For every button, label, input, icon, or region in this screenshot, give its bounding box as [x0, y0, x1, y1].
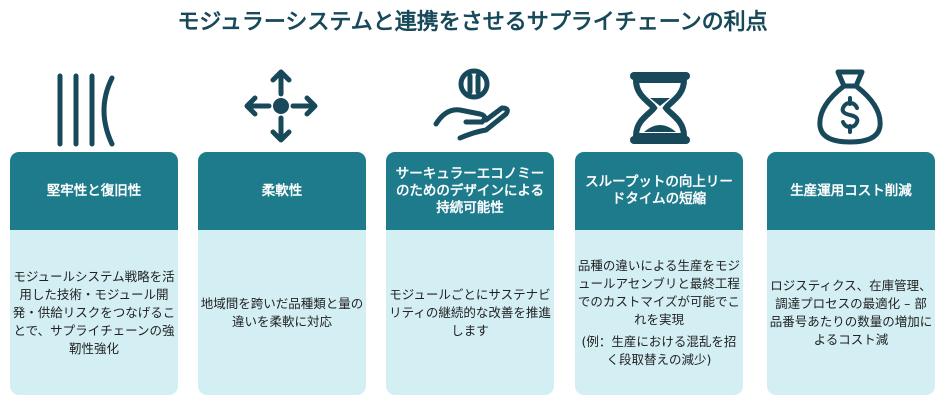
card-body: モジュールごとにサステナビリティの継続的な改善を推進します: [389, 286, 551, 338]
card-header: 堅牢性と復旧性: [10, 152, 178, 230]
card-body: ロジスティクス、在庫管理、調達プロセスの最適化 – 部品番号あたりの数量の増加に…: [769, 277, 933, 347]
card-throughput: スループットの向上リードタイムの短縮 品種の違いによる生産をモジュールアセンブリ…: [575, 152, 743, 395]
card-flexibility: 柔軟性 地域間を跨いだ品種類と量の違いを柔軟に対応: [198, 152, 366, 395]
card-body-example: (例：生産における混乱を招く段取替えの減少): [581, 333, 737, 367]
card-body: 品種の違いによる生産をモジュールアセンブリと最終工程でのカストマイズが可能でこれ…: [577, 257, 741, 327]
page-title: モジュラーシステムと連携をさせるサプライチェーンの利点: [177, 10, 768, 35]
card-cost-reduction: 生産運用コスト削減 ロジスティクス、在庫管理、調達プロセスの最適化 – 部品番号…: [767, 152, 935, 395]
card-header: サーキュラーエコノミーのためのデザインによる持続可能性: [386, 152, 554, 230]
money-bag-icon: [817, 69, 883, 145]
card-body: モジュールシステム戦略を活用した技術・モジュール開発・供給リスクをつなげることで…: [12, 268, 176, 356]
card-header: 生産運用コスト削減: [767, 152, 935, 230]
resilience-icon: [57, 73, 115, 147]
card-resilience: 堅牢性と復旧性 モジュールシステム戦略を活用した技術・モジュール開発・供給リスク…: [10, 152, 178, 395]
card-sustainability: サーキュラーエコノミーのためのデザインによる持続可能性 モジュールごとにサステナ…: [386, 152, 554, 395]
move-arrows-icon: [244, 69, 318, 143]
card-body: 地域間を跨いだ品種類と量の違いを柔軟に対応: [200, 295, 364, 329]
card-header: 柔軟性: [198, 152, 366, 230]
card-header: スループットの向上リードタイムの短縮: [575, 152, 743, 230]
hand-coin-icon: [433, 68, 510, 141]
hourglass-icon: [630, 72, 690, 144]
